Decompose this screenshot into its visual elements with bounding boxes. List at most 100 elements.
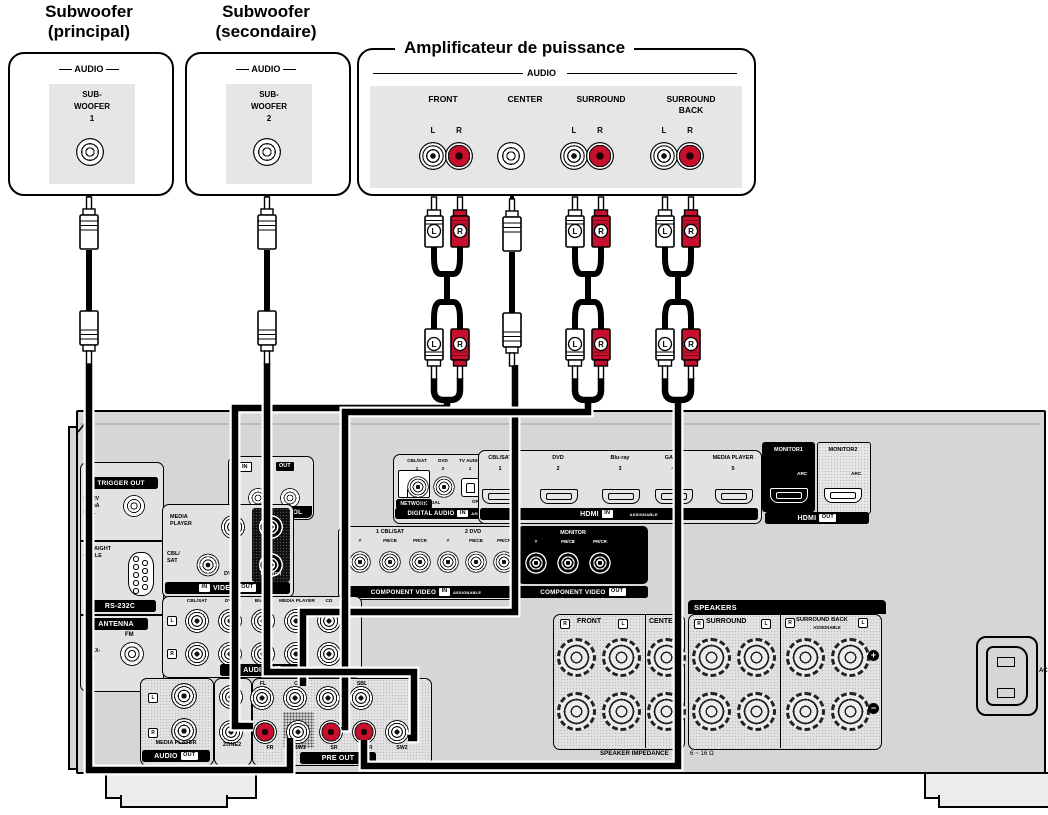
monitor2-arc-label: ARC <box>851 472 862 477</box>
sback-l-post-plus[interactable] <box>831 638 870 677</box>
hdmi-port-5[interactable] <box>715 489 753 504</box>
audioin-dvd-l-jack[interactable] <box>218 609 242 633</box>
audioin-cbl-r-jack[interactable] <box>185 642 209 666</box>
audioin-dvd-r-jack[interactable] <box>218 642 242 666</box>
preout-sr-jack[interactable] <box>319 720 343 744</box>
audioin-col3-label: Blu-ray <box>254 599 272 604</box>
preout-c-jack[interactable] <box>283 686 307 710</box>
preout-sw1-label: SW1 <box>294 745 306 751</box>
audioout-mp-l-jack[interactable] <box>171 683 197 709</box>
hdmi-port-2[interactable] <box>540 489 578 504</box>
digital-audio-label: DIGITAL AUDIO <box>407 510 455 517</box>
remote-out-tag: OUT <box>276 462 294 471</box>
amp-front-l-jack[interactable] <box>418 141 448 171</box>
preout-fl-jack[interactable] <box>250 686 274 710</box>
sub2-title: Subwoofer (secondaire) <box>185 2 347 42</box>
sback-r-post-minus[interactable] <box>786 692 825 731</box>
component-in1-pr-jack[interactable] <box>409 551 431 573</box>
component-in1-y-jack[interactable] <box>349 551 371 573</box>
audioin-cd-l-jack[interactable] <box>317 609 341 633</box>
surround-r-post-minus[interactable] <box>692 692 731 731</box>
audioin-cbl-l-jack[interactable] <box>185 609 209 633</box>
component-y2-label: Y <box>446 538 450 543</box>
audioin-bluray-l-jack[interactable] <box>251 609 275 633</box>
surround-l-post-minus[interactable] <box>737 692 776 731</box>
audio-in-label: AUDIO <box>243 666 267 674</box>
surround-l-post-plus[interactable] <box>737 638 776 677</box>
speakers-front-label: FRONT <box>577 618 602 625</box>
preout-sw1-jack[interactable] <box>286 720 310 744</box>
hdmi-port-1[interactable] <box>482 489 520 504</box>
front-r-post-plus[interactable] <box>557 638 596 677</box>
preout-sbl-jack[interactable] <box>349 686 373 710</box>
component-in2-pb-jack[interactable] <box>465 551 487 573</box>
front-r-post-minus[interactable] <box>557 692 596 731</box>
component-in2-pr-jack[interactable] <box>493 551 515 573</box>
sback-r-post-plus[interactable] <box>786 638 825 677</box>
hdmi-num3: 3 <box>618 466 622 472</box>
preout-sl-jack[interactable] <box>316 686 340 710</box>
component-out-pb-jack[interactable] <box>557 552 579 574</box>
zone2-l-jack[interactable] <box>219 685 243 709</box>
amp-title-text: Amplificateur de puissance <box>404 38 626 57</box>
component-out-y-jack[interactable] <box>525 552 547 574</box>
audioin-cd-r-jack[interactable] <box>317 642 341 666</box>
component-out-pr-jack[interactable] <box>589 552 611 574</box>
amp-audio-rule-left <box>373 73 523 74</box>
sub2-title-line2: (secondaire) <box>215 22 317 41</box>
preout-fr-jack[interactable] <box>253 720 277 744</box>
audioin-mp-r-jack[interactable] <box>284 642 308 666</box>
surround-l-plug-letter: L <box>573 227 578 236</box>
preout-sbr-jack[interactable] <box>352 720 376 744</box>
video-monitor-out-jack-1[interactable] <box>259 515 283 539</box>
video-cbl-sat-jack[interactable] <box>196 553 220 577</box>
front-l-post-plus[interactable] <box>602 638 641 677</box>
hdmi-col2-label: DVD <box>552 455 564 461</box>
hdmi-port-3[interactable] <box>602 489 640 504</box>
rs232-bar: RS-232C <box>84 600 156 612</box>
amp-surround-l-jack[interactable] <box>559 141 589 171</box>
receiver-foot-right-step <box>938 795 1048 808</box>
amp-sur-l: L <box>571 126 577 135</box>
amp-sback-r-jack[interactable] <box>675 141 705 171</box>
digital-num2: 2 <box>441 466 445 471</box>
coaxial-jack-2[interactable] <box>433 476 455 498</box>
amp-audio-rule-right <box>567 73 737 74</box>
component-in-tag: IN <box>439 588 450 596</box>
trigger-out-jack[interactable] <box>122 494 146 518</box>
zone2-r-jack[interactable] <box>219 720 243 744</box>
amp-sback-label: SURROUND <box>666 94 716 104</box>
preout-sw2-jack[interactable] <box>385 720 409 744</box>
sback-l-plug-letter: L <box>663 227 668 236</box>
sub2-panel-line2: WOOFER <box>251 102 287 111</box>
hdmi-monitor2-port[interactable] <box>824 488 862 503</box>
surround-r-post-plus[interactable] <box>692 638 731 677</box>
sback-l-post-minus[interactable] <box>831 692 870 731</box>
hdmi-port-4[interactable] <box>655 489 693 504</box>
amp-surround-r-jack[interactable] <box>585 141 615 171</box>
sback-r-plug-letter-2: R <box>688 340 694 349</box>
component-in1-pb-jack[interactable] <box>379 551 401 573</box>
sub1-input-jack[interactable] <box>75 137 105 167</box>
component-group1-label: 1 CBL/SAT <box>375 529 404 535</box>
video-media-player-jack[interactable] <box>221 515 245 539</box>
digital-num3: 1 <box>468 466 472 471</box>
amp-front-r-jack[interactable] <box>444 141 474 171</box>
audioin-col2-label: DVD <box>224 599 236 604</box>
audioin-bluray-r-jack[interactable] <box>251 642 275 666</box>
front-l-post-minus[interactable] <box>602 692 641 731</box>
center-post-minus[interactable] <box>647 692 686 731</box>
hdmi-monitor1-port[interactable] <box>770 488 808 503</box>
surround-l-plug-letter-2: L <box>573 340 578 349</box>
amp-center-jack[interactable] <box>496 141 526 171</box>
coaxial-jack-1[interactable] <box>407 476 429 498</box>
center-post-plus[interactable] <box>647 638 686 677</box>
audioin-mp-l-jack[interactable] <box>284 609 308 633</box>
sub2-input-jack[interactable] <box>252 137 282 167</box>
fm-antenna-jack[interactable] <box>120 642 144 666</box>
rs232-port[interactable] <box>128 552 154 596</box>
component-in2-y-jack[interactable] <box>437 551 459 573</box>
surround-r-plug-letter-2: R <box>598 340 604 349</box>
amp-sback-l-jack[interactable] <box>649 141 679 171</box>
